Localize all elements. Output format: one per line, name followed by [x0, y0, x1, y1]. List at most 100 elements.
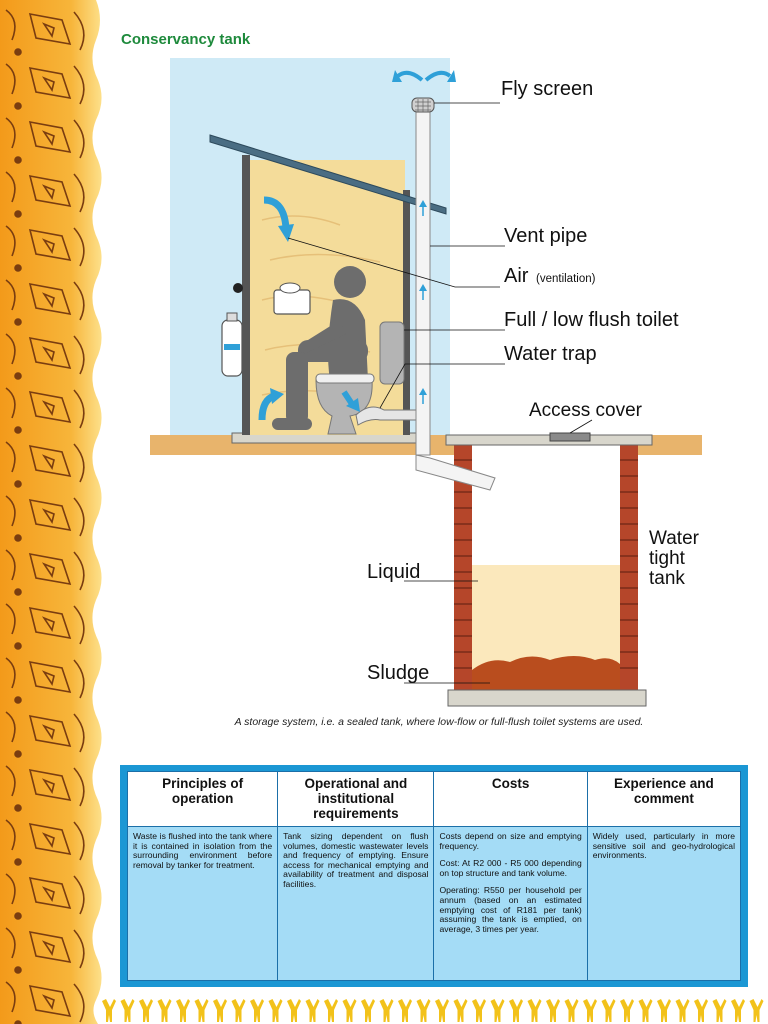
info-table: Principles of operation Operational and … — [126, 771, 742, 981]
label-fly-screen: Fly screen — [501, 78, 593, 100]
footer-figure — [102, 999, 116, 1022]
footer-figure — [324, 999, 338, 1022]
border-motif — [5, 765, 85, 807]
conservancy-tank-diagram: Fly screen Vent pipe Air (ventilation) F… — [150, 58, 702, 707]
water-container — [221, 312, 243, 377]
footer-figure — [472, 999, 486, 1022]
footer-figure — [601, 999, 616, 1022]
tank-air-space — [472, 445, 620, 565]
footer-figure — [712, 999, 727, 1022]
border-motif — [5, 873, 85, 915]
label-toilet: Full / low flush toilet — [504, 309, 679, 331]
border-motif — [5, 279, 85, 321]
border-dot — [14, 588, 22, 596]
label-water-trap: Water trap — [504, 343, 597, 365]
border-dot — [14, 264, 22, 272]
toilet — [315, 321, 405, 435]
border-dot — [14, 210, 22, 218]
tank-wall-left — [454, 445, 472, 690]
label-water-tight-3: tank — [649, 568, 685, 589]
border-dot — [14, 426, 22, 434]
footer-figure — [213, 999, 227, 1022]
footer-figure — [657, 999, 671, 1022]
border-dot — [14, 642, 22, 650]
cover-slab — [445, 434, 653, 446]
footer-figure — [139, 999, 153, 1022]
footer-figure — [268, 999, 283, 1022]
footer-figure — [620, 999, 634, 1022]
label-sludge: Sludge — [367, 662, 429, 684]
border-dot — [14, 534, 22, 542]
footer-figure — [157, 999, 172, 1022]
footer-figure — [194, 999, 209, 1022]
footer-figure — [435, 999, 449, 1022]
border-dot — [14, 1020, 22, 1024]
footer-figure — [527, 999, 542, 1022]
footer-figure — [305, 999, 320, 1022]
access-cover — [549, 432, 591, 442]
info-table-frame: Principles of operation Operational and … — [120, 765, 748, 987]
page-title: Conservancy tank — [121, 31, 251, 48]
footer-figure — [546, 999, 560, 1022]
cell-costs-para-1: Costs depend on size and emptying freque… — [439, 831, 582, 851]
label-access-cover: Access cover — [529, 400, 643, 421]
border-motif — [5, 711, 85, 753]
header-experience: Experience and comment — [586, 771, 742, 827]
cell-costs-para-2: Cost: At R2 000 - R5 000 depending on to… — [439, 858, 582, 878]
fly-screen — [411, 97, 435, 113]
footer-figure — [731, 999, 745, 1022]
tank-wall-right — [620, 445, 638, 690]
border-dot — [14, 48, 22, 56]
border-motif — [5, 441, 85, 483]
toilet-paper — [273, 282, 311, 315]
footer-figure — [379, 999, 394, 1022]
footer-figure — [638, 999, 653, 1022]
border-dot — [14, 372, 22, 380]
label-liquid: Liquid — [367, 561, 420, 583]
border-dot — [14, 318, 22, 326]
label-vent-pipe: Vent pipe — [504, 225, 587, 247]
border-motif — [5, 225, 85, 267]
footer-figure — [342, 999, 357, 1022]
border-motif — [5, 333, 85, 375]
door-handle — [233, 283, 243, 293]
label-water-tight-1: Water — [649, 528, 700, 549]
footer-figure — [749, 999, 764, 1022]
border-dot — [14, 696, 22, 704]
decorative-border — [0, 0, 102, 1024]
footer-figure — [250, 999, 264, 1022]
diagram-caption: A storage system, i.e. a sealed tank, wh… — [234, 716, 644, 728]
footer-figure — [564, 999, 579, 1022]
label-water-tight-2: tight — [649, 548, 686, 569]
vent-pipe-outlet — [415, 454, 496, 491]
cell-operational: Tank sizing dependent on flush volumes, … — [277, 826, 435, 981]
footer-figure — [287, 999, 301, 1022]
border-motif — [5, 171, 85, 213]
border-motif — [5, 657, 85, 699]
border-dot — [14, 102, 22, 110]
roof — [209, 134, 447, 215]
front-wall — [403, 190, 410, 435]
border-motif — [5, 819, 85, 861]
tank-sludge — [472, 656, 620, 690]
footer-figure — [398, 999, 412, 1022]
header-principles: Principles of operation — [126, 771, 279, 827]
label-air-note: (ventilation) — [536, 273, 596, 285]
footer-figure — [583, 999, 597, 1022]
border-motif — [5, 549, 85, 591]
border-motif — [5, 603, 85, 645]
border-motif — [5, 981, 85, 1023]
seated-person — [272, 266, 368, 430]
border-dot — [14, 156, 22, 164]
header-operational: Operational and institutional requiremen… — [277, 771, 435, 827]
airflow-arrows — [258, 70, 456, 421]
header-costs: Costs — [433, 771, 588, 827]
footer-figure — [694, 999, 708, 1022]
border-motif — [5, 387, 85, 429]
border-dot — [14, 966, 22, 974]
border-motif — [5, 117, 85, 159]
border-motif — [5, 63, 85, 105]
back-wall — [242, 155, 250, 435]
footer-figure — [416, 999, 431, 1022]
footer-figure — [231, 999, 246, 1022]
